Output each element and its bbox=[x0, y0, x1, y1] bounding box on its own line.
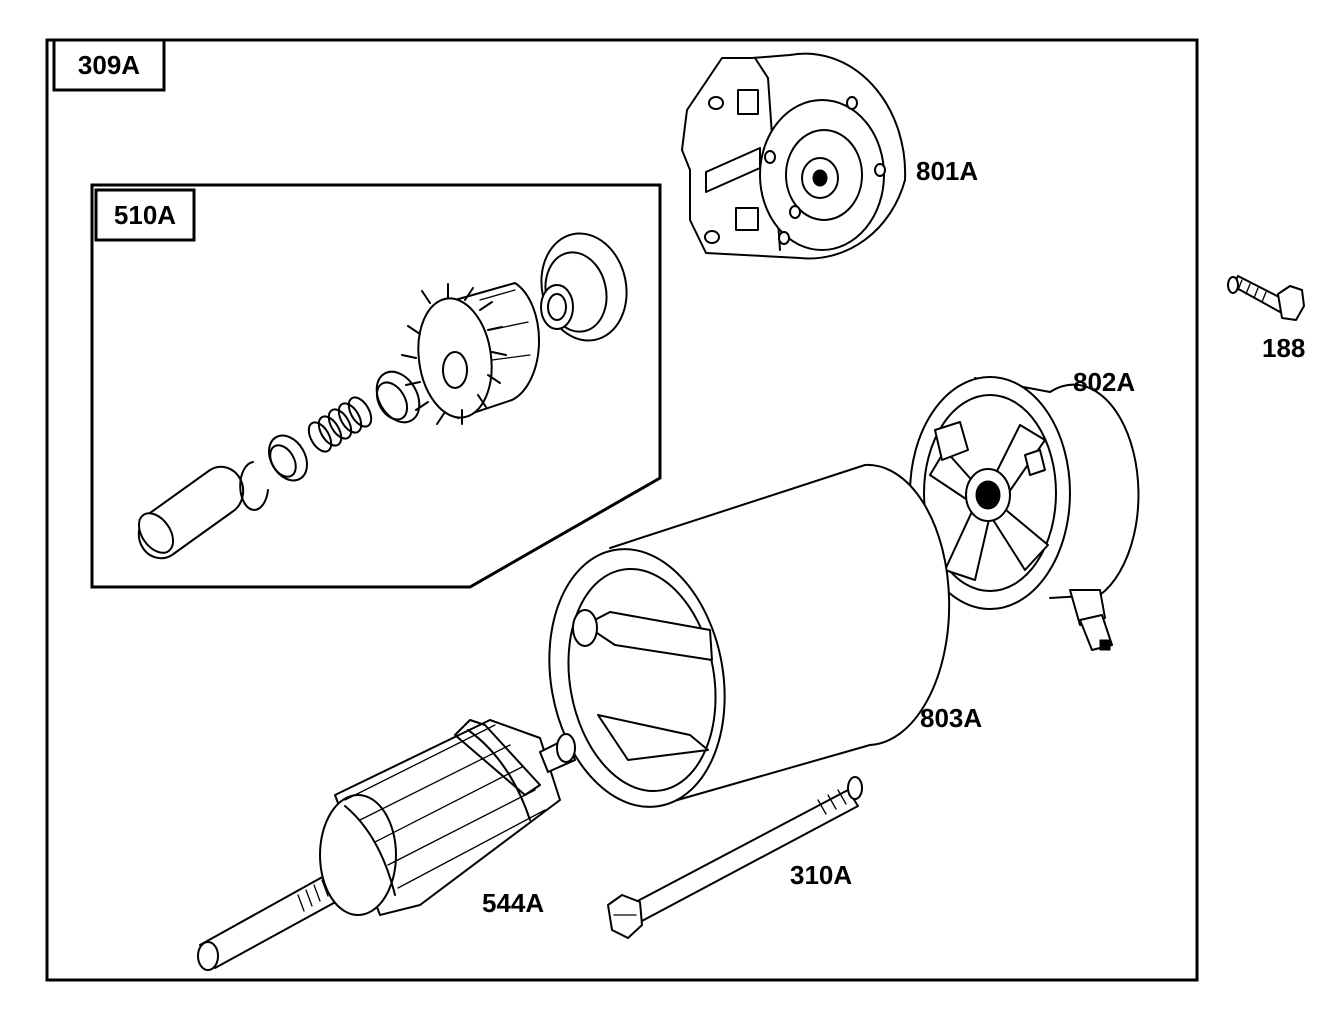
armature bbox=[197, 719, 576, 971]
part-label-188: 188 bbox=[1262, 333, 1305, 363]
assembly-label-box bbox=[52, 38, 166, 92]
commutator-end-cap bbox=[909, 376, 1140, 651]
drive-sleeve bbox=[137, 465, 245, 560]
drive-kit-label: 510A bbox=[114, 200, 176, 230]
drive-end-cap bbox=[681, 52, 907, 260]
part-label-801a: 801A bbox=[916, 156, 978, 186]
part-label-802a: 802A bbox=[1073, 367, 1135, 397]
drive-kit-frame bbox=[90, 183, 662, 589]
assembly-label: 309A bbox=[78, 50, 140, 80]
part-label-544a: 544A bbox=[482, 888, 544, 918]
retainer-collar bbox=[268, 434, 308, 482]
motor-housing bbox=[548, 463, 951, 808]
drive-kit-label-box bbox=[94, 188, 196, 242]
through-bolt bbox=[607, 776, 863, 939]
screw bbox=[1227, 275, 1305, 321]
part-label-803a: 803A bbox=[920, 703, 982, 733]
part-label-310a: 310A bbox=[790, 860, 852, 890]
anti-drift-spring bbox=[307, 396, 373, 453]
thrust-washer bbox=[540, 232, 628, 342]
assembly-frame bbox=[45, 38, 1199, 982]
pinion-gear bbox=[401, 282, 540, 425]
snap-ring bbox=[239, 461, 269, 511]
spring-retainer-cup bbox=[375, 370, 421, 424]
